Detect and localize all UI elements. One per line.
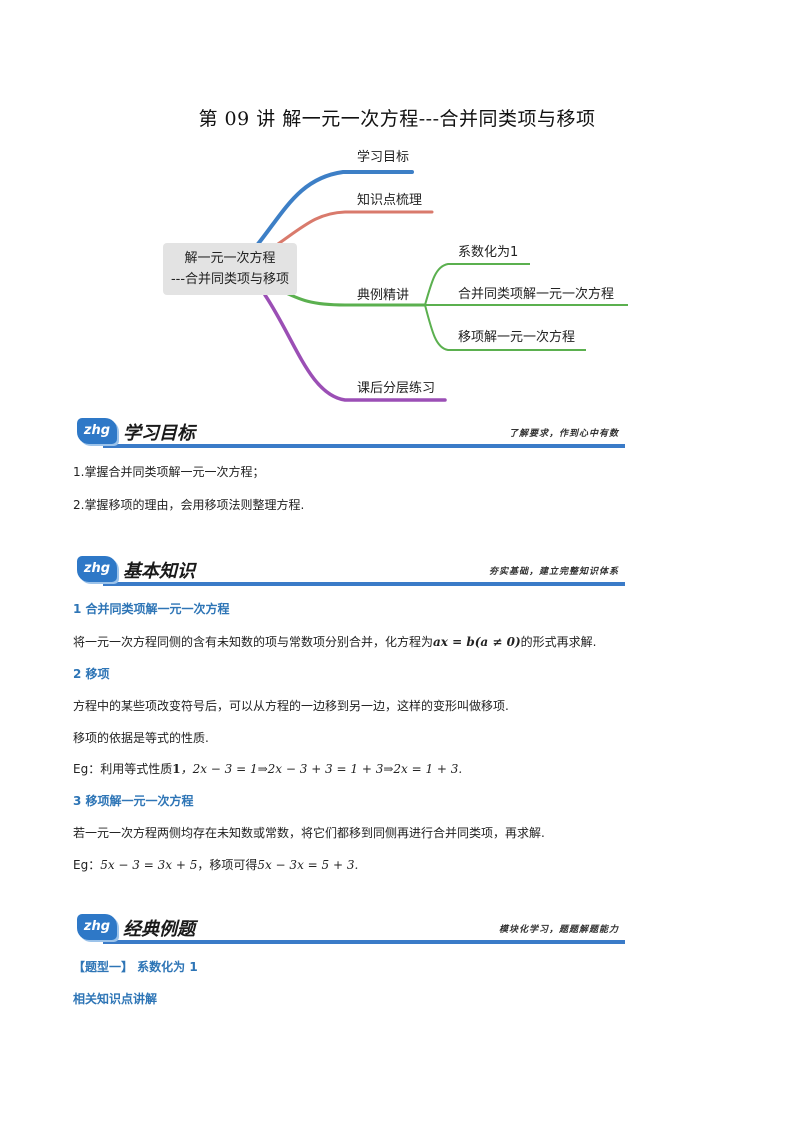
- section-title-goals: 学习目标: [123, 423, 195, 444]
- goal-item-2: 2.掌握移项的理由，会用移项法则整理方程.: [73, 498, 305, 512]
- p1-text-pre: 将一元一次方程同侧的含有未知数的项与常数项分别合并，化方程为: [73, 635, 434, 649]
- eg2-formula-1: 5x − 3 = 3x + 5: [100, 858, 198, 872]
- eg2-text-mid: ，移项可得: [197, 858, 258, 872]
- p1-text-post: 的形式再求解.: [520, 635, 597, 649]
- mindmap-center-node: 解一元一次方程 ---合并同类项与移项: [163, 243, 297, 295]
- zhg-badge-icon: zhg: [77, 418, 117, 444]
- section-slogan-goals: 了解要求，作到心中有数: [508, 429, 619, 439]
- section-title-examples: 经典例题: [123, 919, 195, 940]
- knowledge-heading-3: 3 移项解一元一次方程: [73, 794, 194, 808]
- branch-line-knowledge: [276, 210, 434, 246]
- section-title-knowledge: 基本知识: [123, 561, 195, 582]
- center-line2: ---合并同类项与移项: [170, 272, 290, 287]
- sub-line-3: [424, 304, 586, 351]
- section-slogan-knowledge: 夯实基础，建立完整知识体系: [488, 567, 619, 577]
- knowledge-heading-1: 1 合并同类项解一元一次方程: [73, 602, 230, 616]
- sub-line-1: [424, 263, 530, 306]
- knowledge-heading-2: 2 移项: [73, 667, 110, 681]
- p1-formula: ax = b(a ≠ 0): [433, 635, 521, 649]
- branch-line-practice: [263, 293, 447, 402]
- section-slogan-examples: 模块化学习，题题解题能力: [498, 925, 619, 935]
- mindmap-diagram: [256, 170, 628, 402]
- sub-label-3: 移项解一元一次方程: [458, 330, 576, 345]
- knowledge-example-2: Eg：5x − 3 = 3x + 5，移项可得5x − 3x = 5 + 3.: [73, 856, 358, 873]
- zhg-badge-icon: zhg: [77, 556, 117, 582]
- page-title: 第 09 讲 解一元一次方程---合并同类项与移项: [198, 108, 596, 130]
- knowledge-paragraph-3: 移项的依据是等式的性质.: [73, 731, 209, 745]
- section-banner-goals: zhg 学习目标 了解要求，作到心中有数: [73, 416, 625, 448]
- section-banner-knowledge: zhg 基本知识 夯实基础，建立完整知识体系: [73, 554, 625, 586]
- knowledge-example-1: Eg：利用等式性质1，2x − 3 = 1⇒2x − 3 + 3 = 1 + 3…: [73, 760, 462, 777]
- goal-item-1: 1.掌握合并同类项解一元一次方程；: [73, 465, 265, 479]
- knowledge-paragraph-2: 方程中的某些项改变符号后，可以从方程的一边移到另一边，这样的变形叫做移项.: [73, 699, 509, 713]
- eg1-number: 1: [172, 762, 181, 776]
- related-knowledge-heading: 相关知识点讲解: [73, 992, 158, 1006]
- branch-label-goals: 学习目标: [357, 150, 410, 165]
- knowledge-paragraph-4: 若一元一次方程两侧均存在未知数或常数，将它们都移到同侧再进行合并同类项，再求解.: [73, 826, 545, 840]
- branch-label-knowledge: 知识点梳理: [357, 193, 423, 208]
- example-type-heading: 【题型一】 系数化为 1: [73, 960, 198, 974]
- banner-underline: [103, 582, 625, 586]
- sub-label-2: 合并同类项解一元一次方程: [458, 287, 615, 302]
- branch-label-practice: 课后分层练习: [357, 381, 436, 396]
- eg1-text: Eg：利用等式性质: [73, 762, 173, 776]
- section-banner-examples: zhg 经典例题 模块化学习，题题解题能力: [73, 912, 625, 944]
- center-line1: 解一元一次方程: [184, 251, 276, 266]
- eg2-text: Eg：: [73, 858, 101, 872]
- banner-underline: [103, 940, 625, 944]
- sub-label-1: 系数化为1: [458, 245, 519, 260]
- eg1-formula: ，2x − 3 = 1⇒2x − 3 + 3 = 1 + 3⇒2x = 1 + …: [180, 762, 463, 776]
- banner-underline: [103, 444, 625, 448]
- branch-line-goals: [256, 170, 414, 246]
- eg2-formula-2: 5x − 3x = 5 + 3.: [257, 858, 359, 872]
- knowledge-paragraph-1: 将一元一次方程同侧的含有未知数的项与常数项分别合并，化方程为ax = b(a ≠…: [73, 633, 596, 650]
- branch-label-examples: 典例精讲: [357, 288, 410, 303]
- zhg-badge-icon: zhg: [77, 914, 117, 940]
